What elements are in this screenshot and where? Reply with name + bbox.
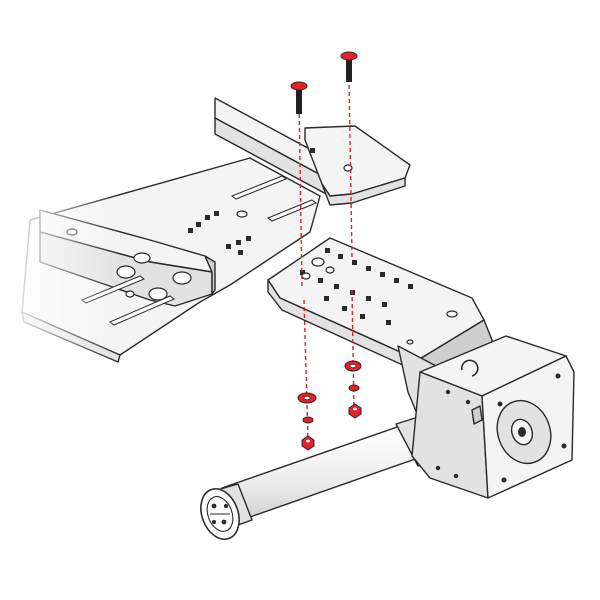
gearbox-logo <box>461 359 479 377</box>
nut-1 <box>301 435 315 451</box>
gearbox-output-shaft <box>518 427 526 437</box>
gearbox-clip <box>471 405 483 425</box>
rail-fade <box>0 80 120 380</box>
tube-body <box>221 425 420 523</box>
gearbox-screws <box>435 373 567 483</box>
washer-2 <box>344 360 362 372</box>
rail-top-flange-edge <box>321 177 406 206</box>
gearbox-housing <box>411 335 575 499</box>
rail-slot-2 <box>266 199 318 222</box>
lock-washer-2 <box>348 384 360 392</box>
bolt-2 <box>340 51 358 82</box>
rail-front-channel-end <box>204 255 216 295</box>
rail-slot-1 <box>230 175 288 200</box>
nut-2 <box>348 403 362 419</box>
lock-washer-1 <box>302 416 314 424</box>
bolt-1 <box>290 81 308 114</box>
rail-square-holes <box>188 148 315 255</box>
rail-round-holes <box>66 164 353 301</box>
bracket-square-holes <box>300 248 413 325</box>
washer-1 <box>297 392 317 404</box>
tube-end-cap <box>200 483 253 540</box>
mounting-rail <box>0 80 411 380</box>
